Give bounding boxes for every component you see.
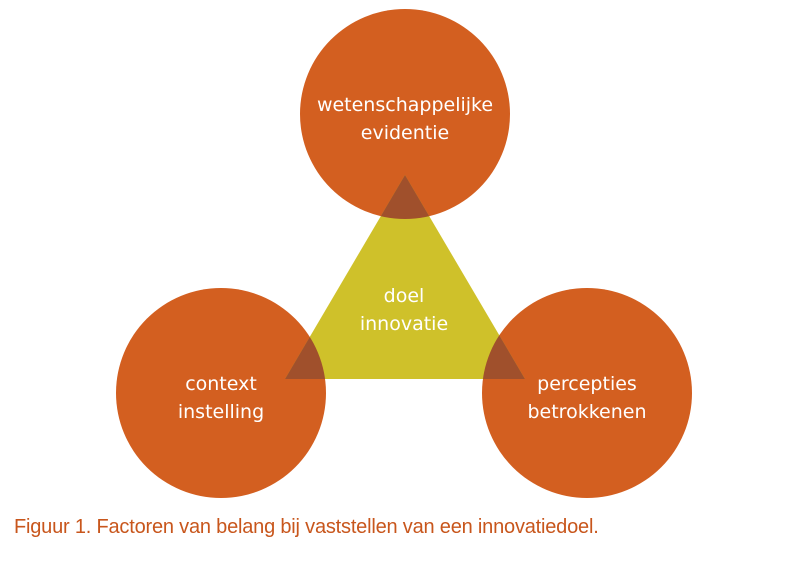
figure-caption: Figuur 1. Factoren van belang bij vastst… xyxy=(14,516,599,538)
label-center-line2: innovatie xyxy=(360,313,448,335)
circle-right xyxy=(482,288,692,498)
label-left-line2: instelling xyxy=(178,401,264,423)
innovation-factors-diagram: wetenschappelijke evidentie doel innovat… xyxy=(116,9,692,498)
label-top-line1: wetenschappelijke xyxy=(317,94,493,116)
label-left-line1: context xyxy=(185,373,257,395)
label-right-line1: percepties xyxy=(537,373,637,395)
label-top-line2: evidentie xyxy=(361,122,449,144)
label-center-line1: doel xyxy=(384,285,425,307)
label-right-line2: betrokkenen xyxy=(527,401,646,423)
circle-top xyxy=(300,9,510,219)
circle-left xyxy=(116,288,326,498)
center-triangle xyxy=(285,175,525,379)
